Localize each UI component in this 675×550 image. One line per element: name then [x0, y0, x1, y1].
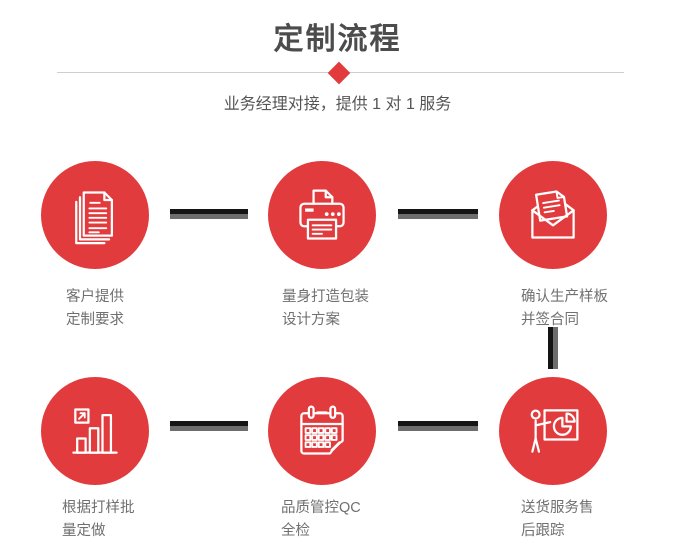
step-label-1: 客户提供 定制要求	[66, 286, 124, 332]
printer-icon	[299, 189, 345, 240]
step-circle-2	[268, 161, 376, 269]
step-label-6: 送货服务售 后跟踪	[521, 497, 594, 543]
step-label-1-line2: 定制要求	[66, 312, 124, 328]
connector-step5-step6	[398, 421, 478, 431]
step-circle-5	[268, 377, 376, 485]
step-label-2: 量身打造包装 设计方案	[282, 286, 369, 332]
step-label-5: 品质管控QC 全检	[281, 497, 361, 543]
step-label-3: 确认生产样板 并签合同	[521, 286, 608, 332]
connector-step4-step5	[170, 421, 248, 431]
step-circle-1	[41, 161, 149, 269]
step-label-4-line1: 根据打样批	[62, 500, 135, 516]
step-label-6-line1: 送货服务售	[521, 500, 594, 516]
presentation-icon	[530, 409, 579, 453]
subtitle: 业务经理对接，提供 1 对 1 服务	[223, 96, 452, 113]
bar-chart-icon	[72, 408, 118, 454]
step-circle-3	[499, 161, 607, 269]
step-label-3-line2: 并签合同	[521, 312, 579, 328]
connector-step2-step3	[398, 209, 478, 219]
connector-step1-step2	[170, 209, 248, 219]
step-label-3-line1: 确认生产样板	[521, 289, 608, 305]
step-label-2-line1: 量身打造包装	[282, 289, 369, 305]
step-label-2-line2: 设计方案	[282, 312, 340, 328]
page-title: 定制流程	[273, 23, 402, 56]
step-circle-6	[499, 377, 607, 485]
step-label-4-line2: 量定做	[62, 523, 106, 539]
step-circle-4	[41, 377, 149, 485]
documents-icon	[75, 191, 113, 245]
diamond-icon	[327, 61, 351, 85]
step-label-4: 根据打样批 量定做	[62, 497, 135, 543]
envelope-letter-icon	[531, 190, 575, 239]
step-label-1-line1: 客户提供	[66, 289, 124, 305]
step-label-5-line2: 全检	[281, 523, 310, 539]
connector-step3-step6	[548, 327, 558, 369]
step-label-6-line2: 后跟踪	[521, 523, 565, 539]
calendar-icon	[300, 405, 345, 456]
step-label-5-line1: 品质管控QC	[281, 500, 361, 516]
